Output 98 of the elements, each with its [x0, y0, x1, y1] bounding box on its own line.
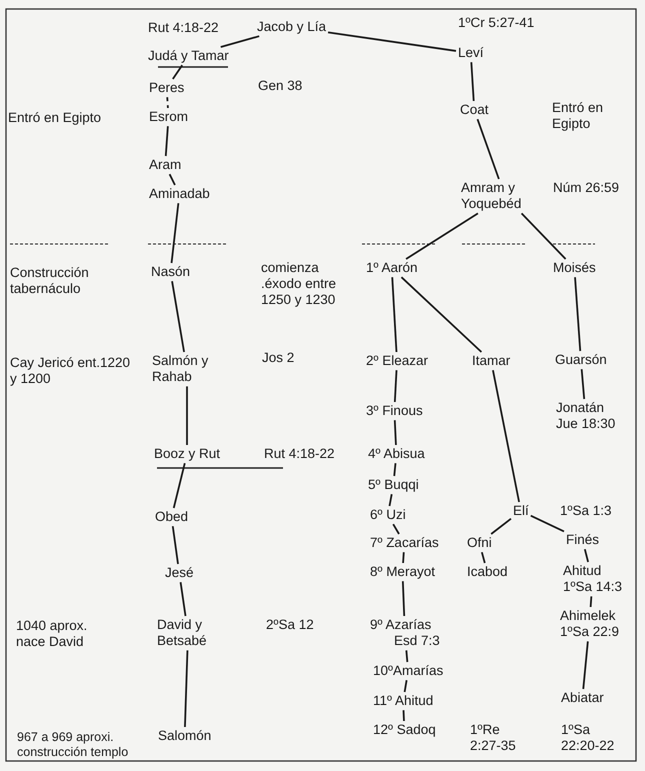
person-name: Jonatán [556, 400, 606, 416]
lineage-line [394, 370, 398, 402]
annotation-text: Rut 4:18-22 [148, 20, 219, 36]
lineage-line [168, 174, 176, 186]
person-name: Moisés [553, 260, 596, 276]
person-name: Ofni [467, 535, 492, 552]
person-name: 1º Aarón [366, 260, 418, 276]
annotation-text: 2ºSa 12 [266, 617, 314, 634]
lineage-line [186, 386, 188, 445]
person-name: 9º Azarías [370, 617, 432, 634]
annotation-text: comienza .éxodo entre 1250 y 1230 [261, 260, 338, 309]
person-name: Judá y Tamar [148, 48, 229, 64]
person-name: Peres [149, 80, 184, 96]
lineage-line [388, 494, 393, 506]
person-name: Obed [155, 509, 188, 526]
person-name: Aminadab [149, 186, 210, 202]
scripture-reference: Jue 18:30 [556, 416, 616, 432]
lineage-line [584, 548, 589, 562]
person-name: Itamar [472, 353, 510, 370]
person-name: 3º Finous [366, 403, 423, 420]
person-name: Coat [460, 102, 489, 118]
person-name: 11º Ahitud [373, 693, 434, 710]
person-name: Guarsón [555, 352, 607, 368]
person-name: 4º Abisua [368, 446, 425, 462]
annotation-text: Gen 38 [258, 78, 302, 94]
lineage-line [164, 126, 169, 156]
person-name: 5º Buqqi [368, 477, 419, 494]
person-name: Ahimelek [560, 608, 617, 624]
annotation-text: 1ºRe 2:27-35 [470, 722, 517, 754]
lineage-line [476, 118, 500, 180]
lineage-line [580, 369, 586, 400]
person-name: Icabod [467, 564, 508, 580]
lineage-line [582, 641, 589, 690]
lineage-line [470, 62, 475, 102]
annotation-text: 1ºSa 1:3 [560, 503, 612, 520]
lineage-line [574, 277, 582, 352]
person-name: David y Betsabé [157, 617, 219, 650]
person-name: Esrom [149, 109, 188, 126]
person-name: Aram [149, 157, 182, 174]
lineage-line [530, 514, 564, 532]
annotation-text: Jos 2 [262, 350, 294, 366]
person-name: Nasón [151, 264, 190, 280]
lineage-line [404, 680, 408, 692]
person-name: Abiatar [561, 690, 604, 706]
scripture-reference: 1ºSa 14:3 [563, 579, 622, 596]
annotation-text: 1ºSa 22:20-22 [561, 722, 616, 754]
lineage-line [480, 552, 486, 564]
person-name: Salmón y Rahab [152, 353, 222, 386]
lineage-line [490, 518, 512, 535]
person-name: 12º Sadoq [373, 722, 436, 738]
person-name: Finés [566, 532, 600, 548]
lineage-line [166, 97, 169, 108]
lineage-line [406, 212, 478, 260]
lineage-line [172, 526, 179, 564]
person-name: Ahitud [563, 563, 602, 580]
scripture-reference: Esd 7:3 [394, 633, 440, 650]
lineage-line [492, 370, 520, 502]
person-name: 7º Zacarías [370, 535, 439, 552]
lineage-line [402, 581, 406, 616]
person-name: 10ºAmarías [373, 663, 444, 680]
lineage-line [172, 462, 186, 508]
person-name: Jesé [165, 565, 194, 582]
lineage-line [328, 32, 456, 52]
lineage-line [394, 420, 397, 446]
lineage-line [402, 552, 405, 564]
lineage-line [590, 596, 592, 608]
annotation-text: 1ºCr 5:27-41 [458, 15, 534, 32]
person-name: 2º Eleazar [366, 353, 428, 370]
annotation-text: Cay Jericó ent.1220 y 1200 [10, 355, 132, 388]
lineage-line [172, 64, 183, 80]
annotation-text: Entró en Egipto [552, 100, 604, 132]
lineage-line [391, 277, 398, 352]
annotation-text: Núm 26:59 [553, 180, 620, 196]
annotation-text: 1040 aprox. nace David [16, 618, 88, 650]
lineage-line [402, 710, 405, 722]
person-name: Jacob y Lía [257, 19, 326, 36]
lineage-line [171, 281, 185, 352]
lineage-line [405, 650, 408, 662]
lineage-line [520, 212, 566, 260]
annotation-text: 967 a 969 aproxi. construcción templo [17, 730, 130, 760]
lineage-line [393, 463, 396, 476]
person-name: 6º Uzi [370, 507, 406, 524]
lineage-line [170, 203, 180, 264]
person-name: Amram y Yoquebéd [461, 180, 549, 212]
annotation-text: Entró en Egipto [8, 110, 102, 126]
person-name: Salomón [158, 728, 212, 744]
person-name: Elí [513, 503, 529, 520]
annotation-text: Rut 4:18-22 [264, 446, 335, 462]
lineage-line [184, 650, 188, 728]
person-name: 8º Merayot [370, 564, 435, 580]
scripture-reference: 1ºSa 22:9 [560, 624, 619, 640]
person-name: Booz y Rut [154, 446, 220, 462]
lineage-line [400, 276, 482, 353]
lineage-line [220, 35, 260, 48]
person-name: Leví [458, 45, 484, 62]
lineage-line [392, 524, 400, 534]
lineage-line [180, 582, 186, 616]
annotation-text: Construcción tabernáculo [10, 265, 90, 298]
